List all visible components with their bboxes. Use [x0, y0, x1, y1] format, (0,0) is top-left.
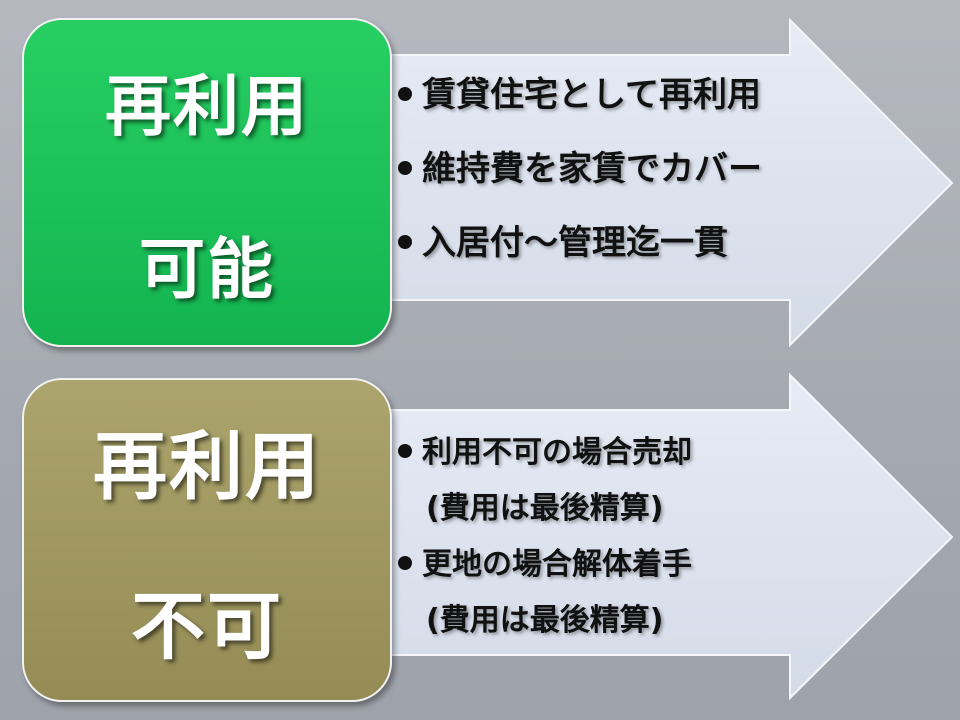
reuse-possible-title-2: 可能	[139, 230, 275, 308]
reuse-possible-title-1: 再利用	[105, 68, 309, 146]
bullet-icon	[398, 443, 412, 458]
bullet-icon	[398, 555, 412, 570]
reuse-impossible-list: 利用不可の場合売却 (費用は最後精算) 更地の場合解体着手 (費用は最後精算)	[398, 425, 692, 649]
list-item-text: 更地の場合解体着手	[422, 547, 692, 582]
reuse-impossible-title-1: 再利用	[93, 423, 321, 510]
list-item: 利用不可の場合売却	[398, 425, 692, 481]
list-item-note: (費用は最後精算)	[426, 603, 664, 638]
list-item: 賃貸住宅として再利用	[398, 70, 762, 144]
list-item-text: 利用不可の場合売却	[422, 435, 692, 470]
list-item: 更地の場合解体着手	[398, 537, 692, 593]
list-item-text: 入居付～管理迄一貫	[422, 223, 728, 263]
list-item-text: 維持費を家賃でカバー	[422, 149, 762, 189]
list-item-note: (費用は最後精算)	[426, 491, 664, 526]
reuse-impossible-title-2: 不可	[131, 583, 283, 670]
list-item-text: 賃貸住宅として再利用	[422, 75, 761, 115]
reuse-possible-list: 賃貸住宅として再利用 維持費を家賃でカバー 入居付～管理迄一貫	[398, 70, 762, 292]
list-item: 維持費を家賃でカバー	[398, 144, 762, 218]
bullet-icon	[398, 160, 412, 175]
bullet-icon	[398, 234, 412, 249]
reuse-impossible-box: 再利用 不可	[22, 378, 392, 702]
list-item: 入居付～管理迄一貫	[398, 218, 762, 292]
reuse-possible-box: 再利用 可能	[22, 18, 392, 347]
bottom-arrow	[379, 372, 954, 701]
top-arrow	[379, 17, 954, 348]
bullet-icon	[398, 86, 412, 101]
